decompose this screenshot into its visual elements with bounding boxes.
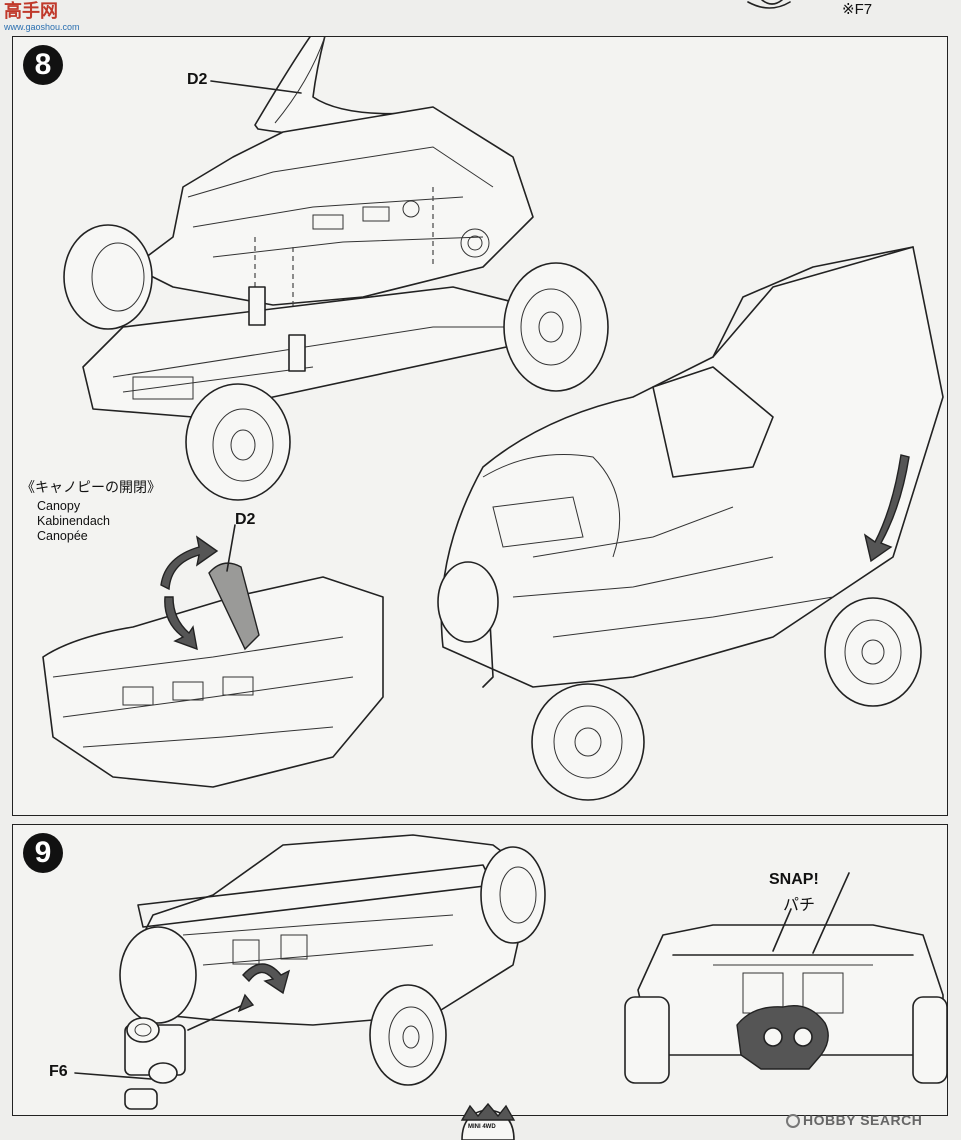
mount-post-left — [248, 286, 266, 326]
step-number-8: 8 — [23, 45, 63, 85]
canopy-detail-part — [208, 562, 260, 651]
site-logo: 高手网 www.gaoshou.com — [4, 2, 84, 38]
rear-assembly-drawing — [74, 834, 947, 1110]
wheel-front-left — [185, 383, 291, 501]
car-wheel-front-left — [531, 683, 645, 801]
rear-view-wheel-right — [912, 996, 947, 1084]
wheel-rear-left — [63, 224, 153, 330]
part-label-d2-detail: D2 — [235, 511, 256, 528]
canopy-note-title: 《キャノピーの開閉》 — [21, 480, 161, 496]
canopy-note-en: Canopy — [37, 499, 81, 513]
chassis-base — [82, 286, 554, 418]
snap-label-en: SNAP! — [769, 871, 819, 888]
assembled-car-body — [440, 246, 944, 688]
car-wheel-rear — [437, 561, 499, 643]
step-8-panel: 8 — [12, 36, 948, 816]
watermark-text: HOBBY SEARCH — [803, 1112, 923, 1128]
top-wheel-fragment — [747, 0, 791, 9]
open-arrow-bottom — [164, 596, 198, 651]
rear-view-wheel-left — [624, 996, 670, 1084]
mount-post-right — [288, 334, 306, 372]
d2-detail-leader — [226, 524, 236, 572]
step-number-9: 9 — [23, 833, 63, 873]
part-label-f6: F6 — [49, 1063, 68, 1080]
rear-wheel-right — [369, 984, 447, 1086]
canopy-note-de: Kabinendach — [37, 514, 110, 528]
d2-leader-line — [210, 80, 302, 94]
f6-leader-line — [74, 1072, 152, 1080]
site-url: www.gaoshou.com — [4, 22, 80, 32]
rear-wheel-right-top — [480, 846, 546, 944]
open-arrow-top — [160, 535, 219, 591]
site-logo-text: 高手网 — [4, 1, 58, 22]
wheel-rear-right — [503, 262, 609, 392]
ref-part-label: ※F7 — [842, 1, 873, 18]
exploded-chassis-drawing — [42, 37, 944, 801]
car-wheel-front-right — [824, 597, 922, 707]
canopy-detail-body — [42, 576, 384, 788]
step-9-panel: 9 — [12, 824, 948, 1116]
rear-wheel-left — [119, 926, 197, 1024]
f6-part — [124, 1017, 186, 1110]
part-label-d2: D2 — [187, 71, 208, 88]
watermark-icon — [786, 1114, 800, 1129]
rotate-arrow — [863, 454, 910, 563]
canopy-note-fr: Canopée — [37, 529, 88, 543]
rotate-arrow-step9 — [242, 963, 291, 995]
snap-label-jp: パチ — [783, 895, 816, 914]
mascot-text: MINI 4WD — [468, 1124, 496, 1130]
watermark: HOBBY SEARCH — [786, 1112, 923, 1129]
